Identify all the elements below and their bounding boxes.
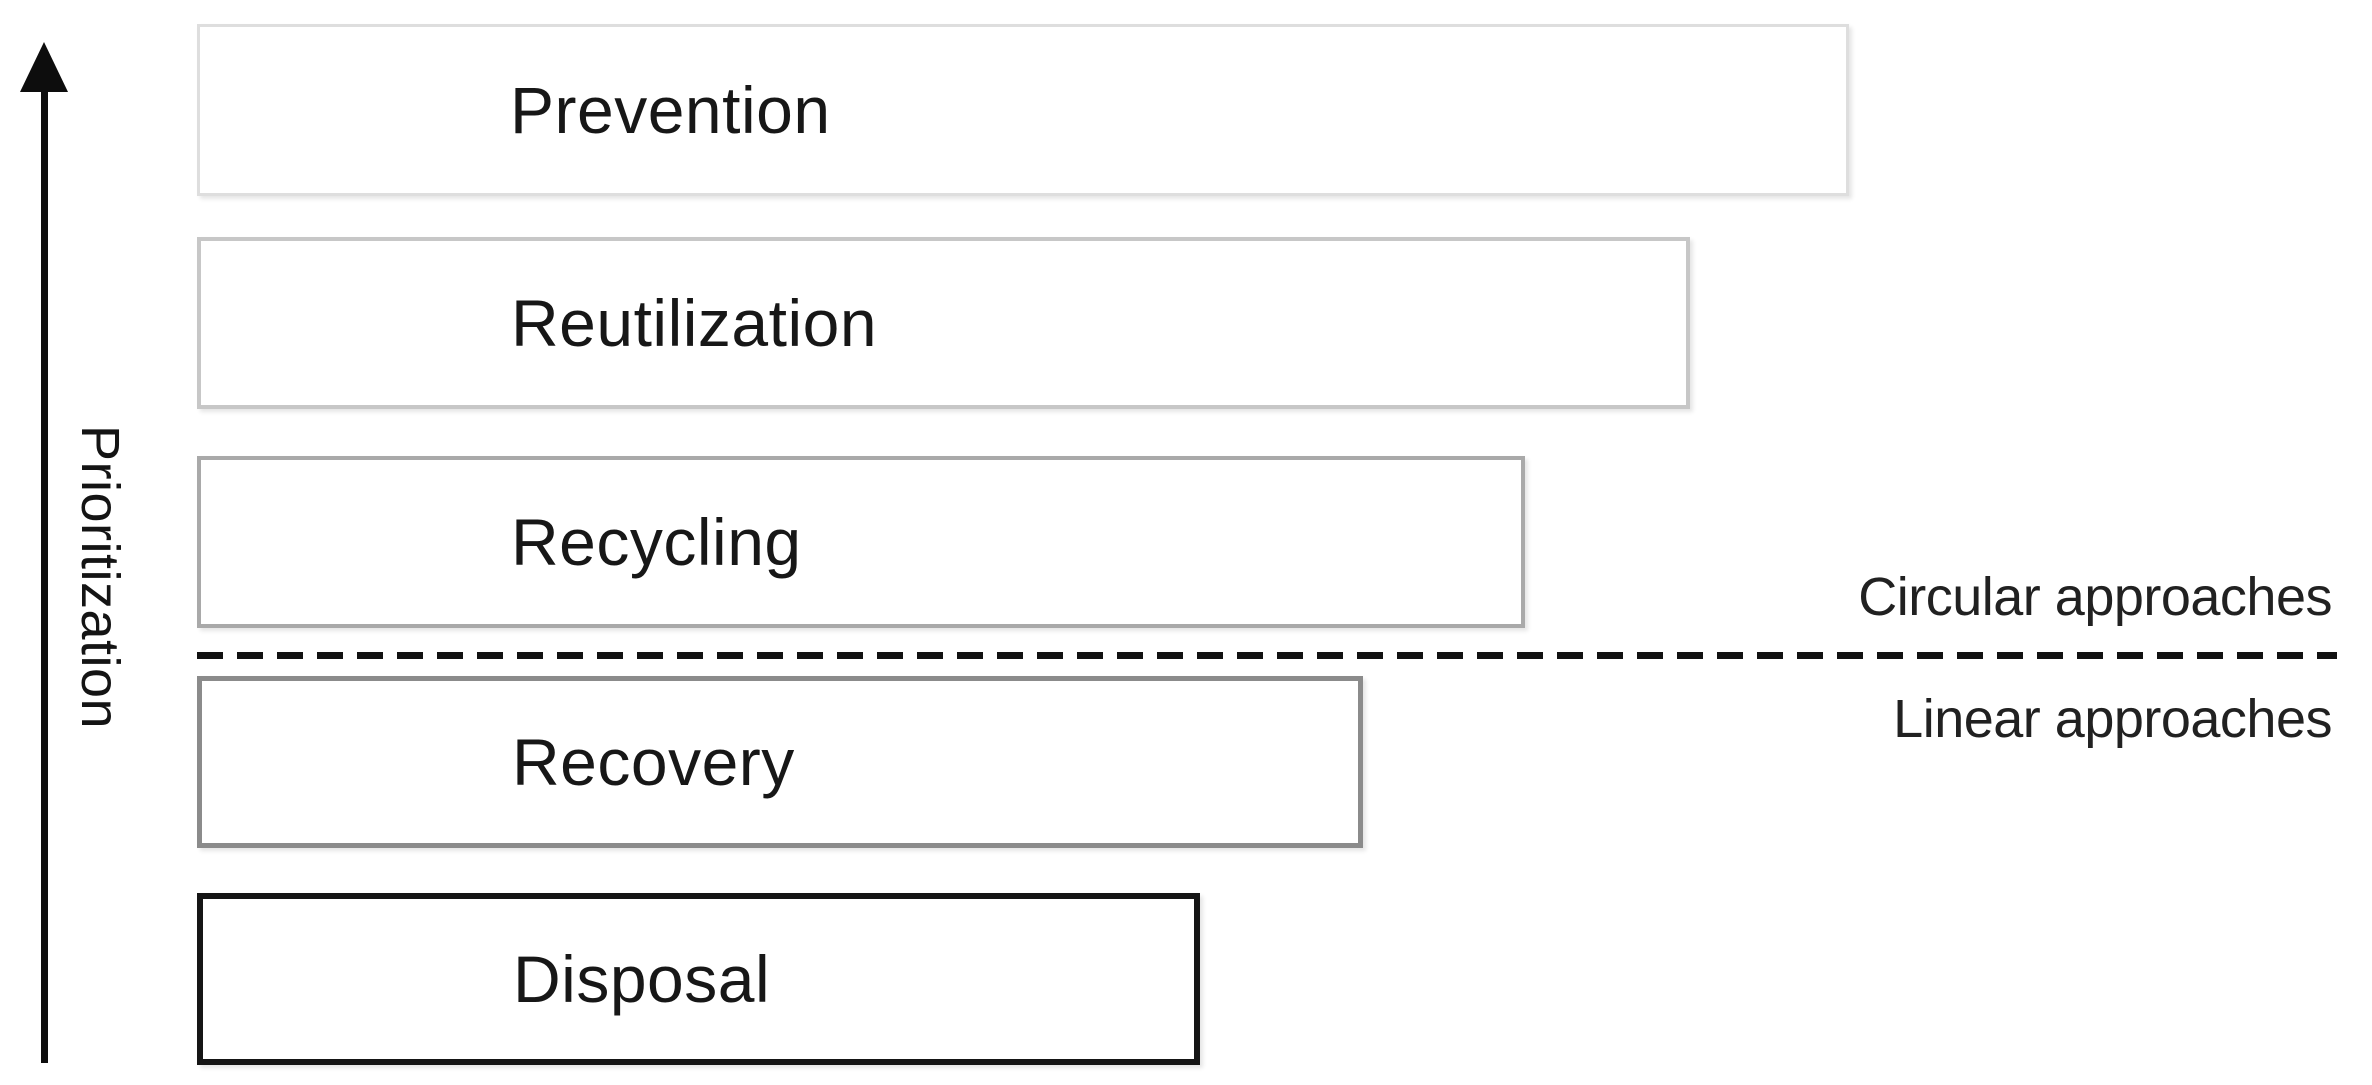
bar-prevention-label: Prevention (510, 73, 831, 147)
bar-recovery-label: Recovery (512, 725, 795, 799)
bar-recovery: Recovery (197, 676, 1363, 848)
linear-approaches-label: Linear approaches (1893, 689, 2332, 749)
bar-recycling-label: Recycling (511, 505, 802, 579)
circular-linear-divider (197, 652, 2337, 659)
bar-disposal-label: Disposal (513, 942, 771, 1016)
bar-prevention: Prevention (197, 24, 1849, 196)
bar-reutilization-label: Reutilization (511, 286, 878, 360)
up-arrow-icon (20, 42, 68, 92)
bar-recycling: Recycling (197, 456, 1525, 628)
bar-reutilization: Reutilization (197, 237, 1690, 409)
circular-approaches-label: Circular approaches (1858, 567, 2332, 627)
arrow-shaft (41, 86, 48, 1063)
bar-disposal: Disposal (197, 893, 1200, 1065)
prioritization-axis-label: Prioritization (70, 424, 130, 730)
